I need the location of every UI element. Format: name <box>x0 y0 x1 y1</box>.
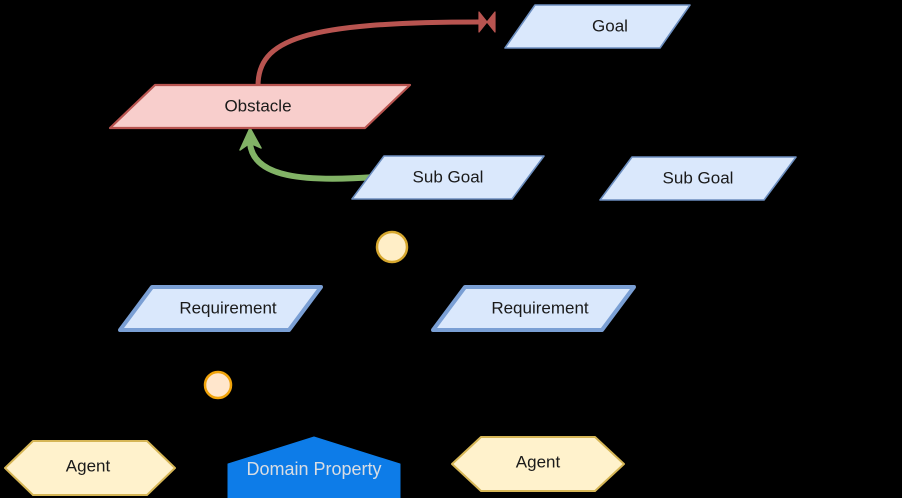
links-layer <box>239 11 496 182</box>
node-goal[interactable]: Goal <box>504 4 691 49</box>
refinement-node-2[interactable] <box>203 370 233 400</box>
requirement-2-shape[interactable] <box>431 285 636 332</box>
and-refinement-icon[interactable] <box>375 230 409 264</box>
resolution-arrow-icon <box>239 127 262 151</box>
obstruction-link-path[interactable] <box>255 19 481 87</box>
refinement-node-1[interactable] <box>375 230 409 264</box>
nodes-layer: Goal Obstacle Sub Goal Sub Goal Requirem… <box>4 4 797 498</box>
node-agent-1[interactable]: Agent <box>4 440 176 496</box>
node-requirement-1[interactable]: Requirement <box>118 285 323 332</box>
domain-property-shape[interactable] <box>227 436 401 498</box>
node-domain-property[interactable]: Domain Property <box>227 436 401 498</box>
resolution-link-path[interactable] <box>247 142 376 182</box>
agent-1-shape[interactable] <box>4 440 176 496</box>
obstacle-shape[interactable] <box>108 83 412 130</box>
node-agent-2[interactable]: Agent <box>451 436 625 492</box>
and-refinement-icon[interactable] <box>203 370 233 400</box>
obstruction-marker-icon <box>478 11 496 33</box>
goal-shape[interactable] <box>504 4 691 49</box>
resolution-link[interactable] <box>239 127 376 182</box>
node-requirement-2[interactable]: Requirement <box>431 285 636 332</box>
subgoal-1-shape[interactable] <box>351 155 545 200</box>
node-subgoal-2[interactable]: Sub Goal <box>599 156 797 201</box>
agent-2-shape[interactable] <box>451 436 625 492</box>
node-obstacle[interactable]: Obstacle <box>108 83 412 130</box>
obstruction-link[interactable] <box>255 11 496 87</box>
subgoal-2-shape[interactable] <box>599 156 797 201</box>
requirement-1-shape[interactable] <box>118 285 323 332</box>
node-subgoal-1[interactable]: Sub Goal <box>351 155 545 200</box>
